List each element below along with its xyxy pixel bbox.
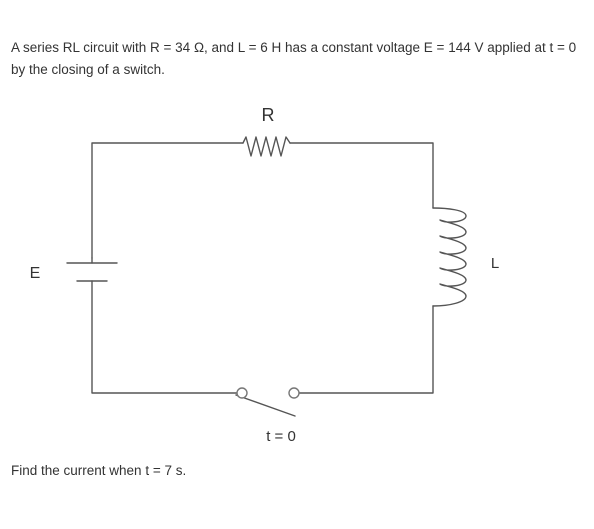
switch-label: t = 0 xyxy=(266,428,296,445)
right-wire xyxy=(298,305,434,394)
question-text: Find the current when t = 7 s. xyxy=(11,463,187,478)
top-wire-left xyxy=(91,142,244,259)
bottom-wire-left xyxy=(91,280,239,394)
resistor-zigzag xyxy=(242,136,291,157)
source-label: E xyxy=(30,265,41,282)
problem-statement: A series RL circuit with R = 34 Ω, and L… xyxy=(11,40,577,77)
inductor-label: L xyxy=(491,255,499,272)
switch-blade xyxy=(235,394,296,417)
switch-terminal-right xyxy=(288,387,300,399)
switch-terminal-left xyxy=(236,387,248,399)
top-wire-right xyxy=(289,142,434,209)
inductor-coil xyxy=(432,207,467,307)
resistor-label: R xyxy=(262,105,275,125)
